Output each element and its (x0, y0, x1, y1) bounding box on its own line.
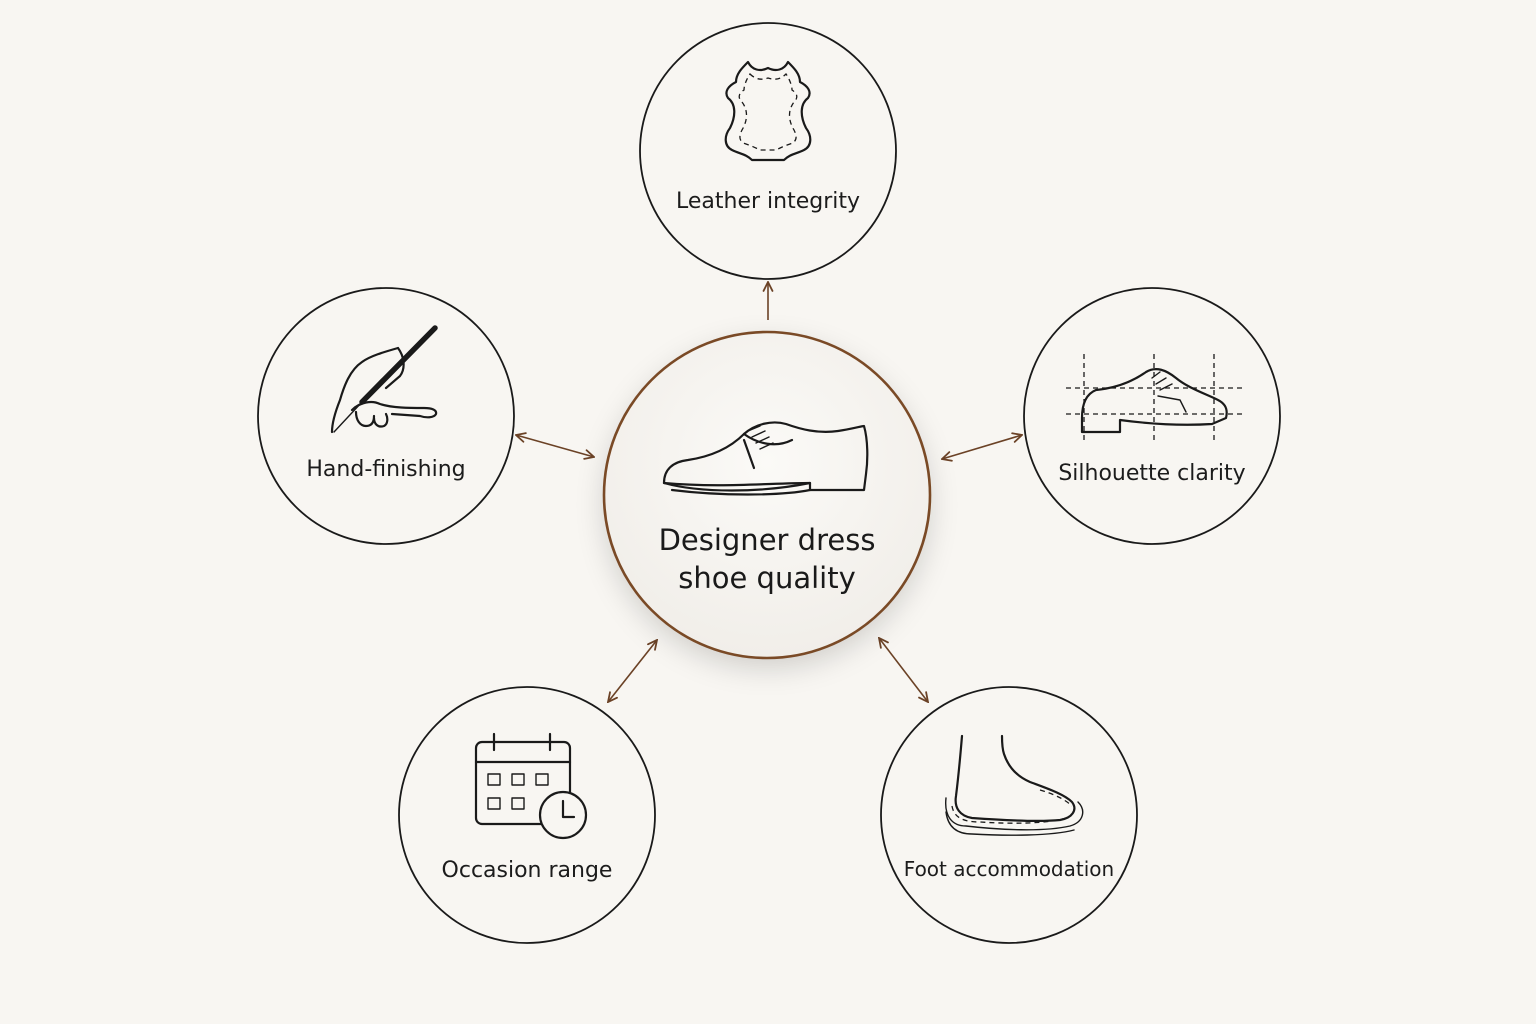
hand-pen-icon (330, 325, 438, 434)
node-leather-integrity[interactable]: Leather integrity (639, 22, 897, 280)
node-label-hand: Hand-finishing (306, 457, 465, 482)
center-title-line1: Designer dress (659, 523, 876, 557)
center-ring (602, 330, 932, 660)
connector-silhouette (942, 435, 1022, 459)
dress-shoe-icon (662, 421, 869, 496)
connector-hand (516, 435, 594, 457)
node-label-occasion: Occasion range (442, 858, 613, 883)
center-node[interactable]: Designer dress shoe quality (602, 330, 932, 660)
connector-occasion (608, 640, 657, 702)
foot-insole-icon (945, 734, 1084, 836)
connector-foot (879, 638, 928, 702)
calendar-clock-icon (474, 732, 588, 840)
node-foot-accommodation[interactable]: Foot accommodation (880, 686, 1138, 944)
node-label-foot: Foot accommodation (904, 857, 1114, 881)
node-silhouette-clarity[interactable]: Silhouette clarity (1023, 287, 1281, 545)
node-label-leather: Leather integrity (676, 189, 860, 214)
connectors (516, 282, 1022, 702)
node-occasion-range[interactable]: Occasion range (398, 686, 656, 944)
shoe-silhouette-icon (1066, 354, 1244, 442)
center-title-line2: shoe quality (678, 561, 856, 595)
node-label-silhouette: Silhouette clarity (1058, 461, 1245, 486)
node-hand-finishing[interactable]: Hand-finishing (257, 287, 515, 545)
leather-hide-icon (724, 60, 812, 162)
